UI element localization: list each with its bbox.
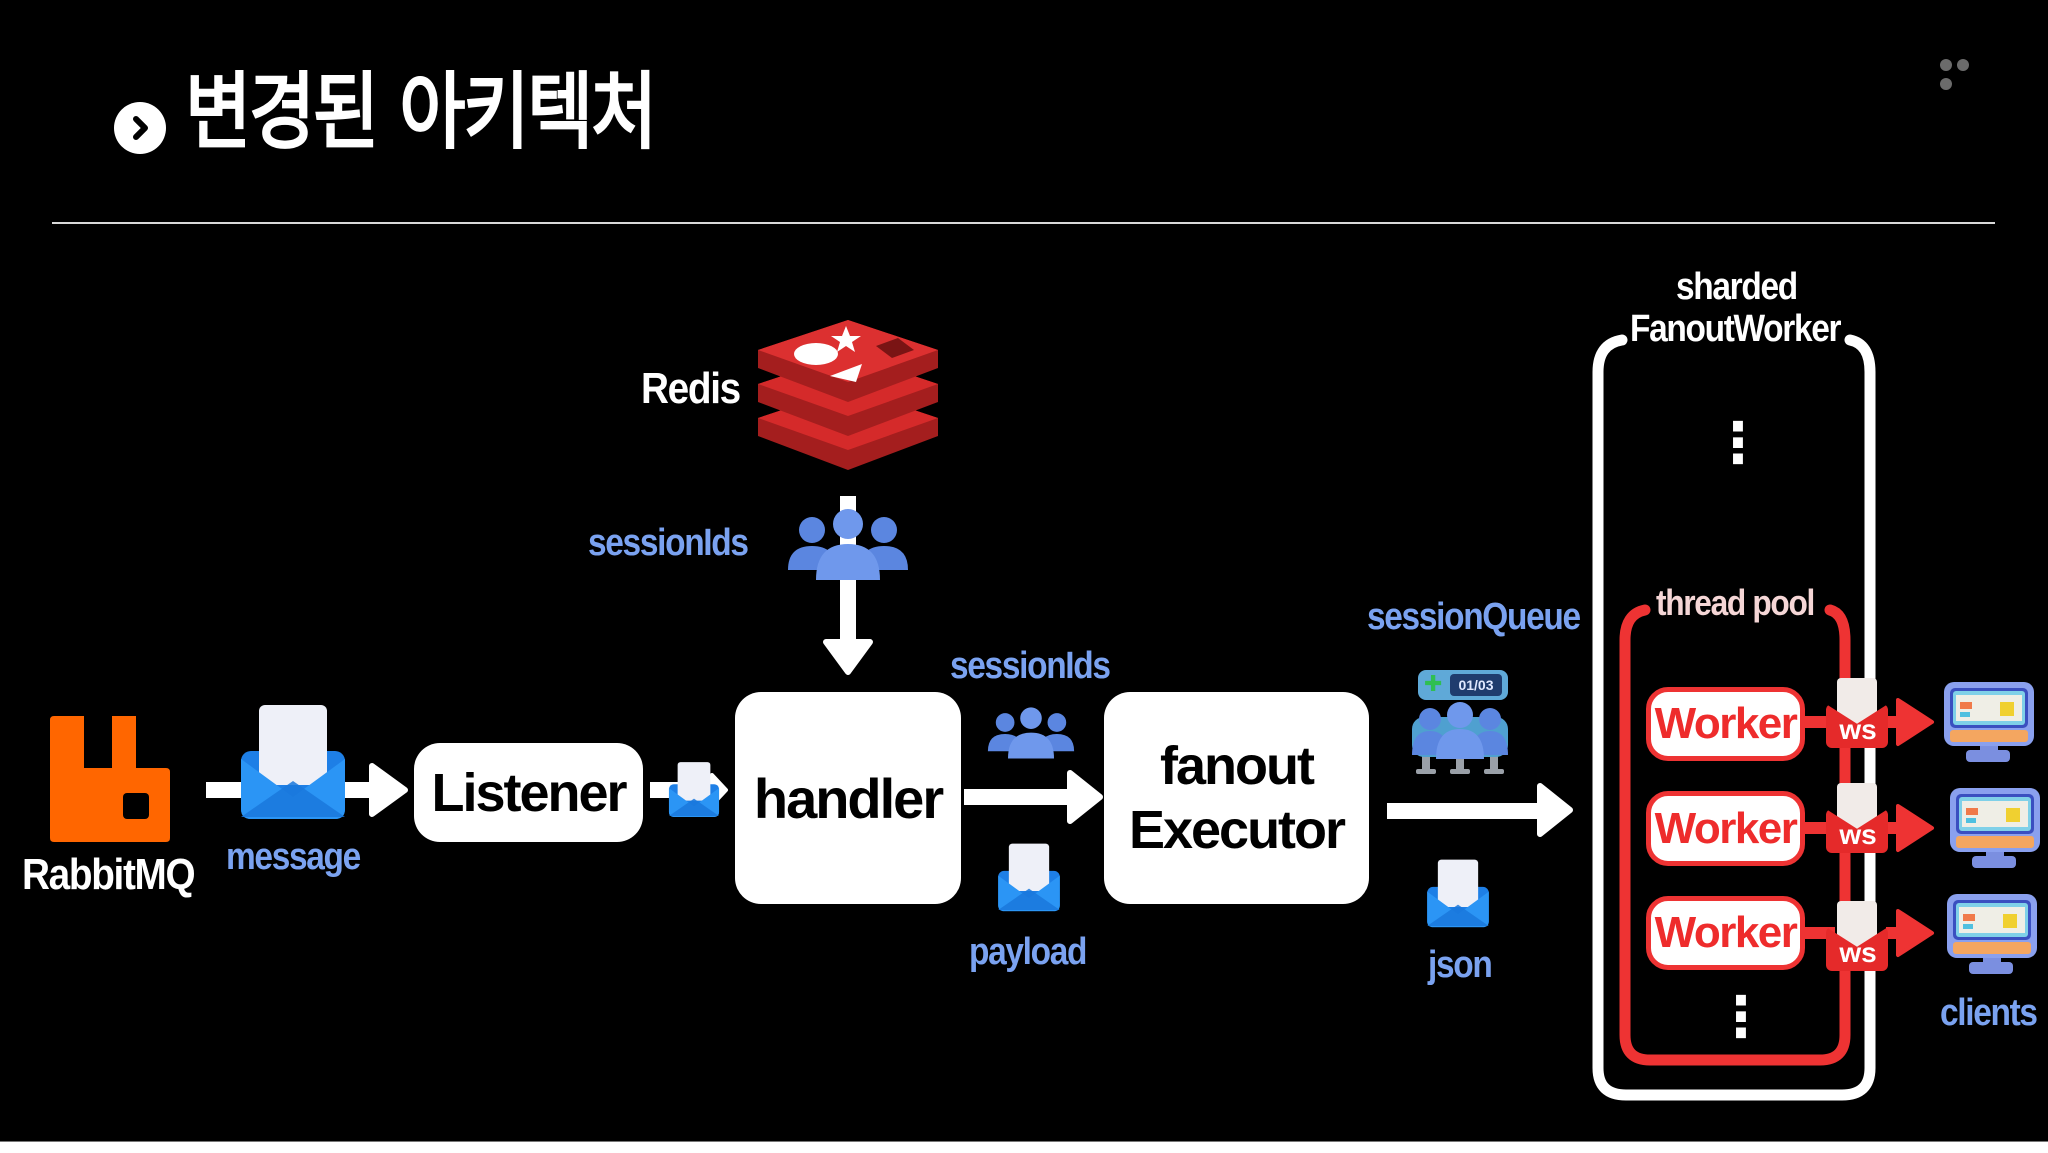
bottom-strip — [0, 1141, 2048, 1153]
vertical-ellipsis-icon: ⋮ — [1713, 985, 1769, 1050]
queue-counter-badge: ✚ 01/03 — [1418, 670, 1508, 700]
ws-envelope-icon: ws — [1826, 783, 1888, 857]
json-label: json — [1428, 944, 1493, 986]
worker-label: Worker — [1654, 908, 1798, 957]
session-queue-label: sessionQueue — [1367, 596, 1581, 638]
ws-envelope-icon: ws — [1826, 901, 1888, 975]
fanout-executor-line1: fanout — [1160, 736, 1315, 796]
redis-label: Redis — [641, 364, 741, 413]
arrow-fanout-to-sharded — [1387, 783, 1573, 837]
page-title: 변경된 아키텍처 — [185, 63, 657, 161]
more-horizontal-icon[interactable] — [1940, 56, 1990, 90]
users-group-icon — [788, 509, 908, 580]
thread-pool-label: thread pool — [1656, 582, 1815, 623]
ws-label: ws — [1839, 714, 1877, 745]
listener-label: Listener — [431, 762, 627, 823]
arrow-handler-to-fanout — [964, 770, 1103, 824]
vertical-ellipsis-icon: ⋮ — [1710, 411, 1766, 476]
handler-node: handler — [735, 692, 961, 904]
rabbitmq-label: RabbitMQ — [22, 850, 196, 899]
clients-label: clients — [1940, 992, 2038, 1034]
thread-pool-container — [1619, 604, 1851, 1066]
rabbitmq-logo-icon — [50, 716, 170, 842]
message-label: message — [226, 836, 361, 878]
worker-label: Worker — [1654, 803, 1798, 853]
envelope-icon — [1427, 859, 1489, 928]
worker-label: Worker — [1654, 699, 1798, 748]
sharded-label-line2: FanoutWorker — [1630, 308, 1842, 350]
worker-node: Worker — [1646, 896, 1805, 970]
sharded-container — [1592, 334, 1876, 1101]
sharded-label-line1: sharded — [1676, 266, 1798, 308]
envelope-icon — [668, 762, 720, 817]
client-monitor-icon — [1947, 894, 2037, 974]
client-monitor-icon — [1944, 682, 2034, 762]
ws-arrow-3 — [1805, 909, 1934, 957]
header-divider — [52, 222, 1995, 224]
redis-logo-icon — [758, 320, 938, 470]
chevron-right-circle-icon — [114, 102, 166, 154]
worker-node: Worker — [1646, 687, 1805, 761]
listener-node: Listener — [414, 743, 643, 842]
ws-label: ws — [1839, 937, 1877, 968]
worker-node: Worker — [1646, 791, 1805, 866]
envelope-icon — [241, 705, 345, 819]
redis-sessionids-label: sessionIds — [588, 522, 749, 564]
payload-label: payload — [969, 931, 1087, 973]
ws-label: ws — [1839, 819, 1877, 850]
queue-counter: 01/03 — [1450, 674, 1502, 696]
client-monitor-icon — [1950, 788, 2040, 868]
plus-icon: ✚ — [1424, 672, 1443, 697]
handler-sessionids-label: sessionIds — [950, 645, 1111, 687]
ws-envelope-icon: ws — [1826, 678, 1888, 752]
handler-label: handler — [753, 766, 944, 830]
queue-people-icon — [1412, 702, 1508, 774]
fanout-executor-node: fanout Executor — [1104, 692, 1369, 904]
envelope-icon — [998, 843, 1060, 912]
users-group-icon — [987, 707, 1075, 759]
fanout-executor-line2: Executor — [1128, 800, 1346, 860]
